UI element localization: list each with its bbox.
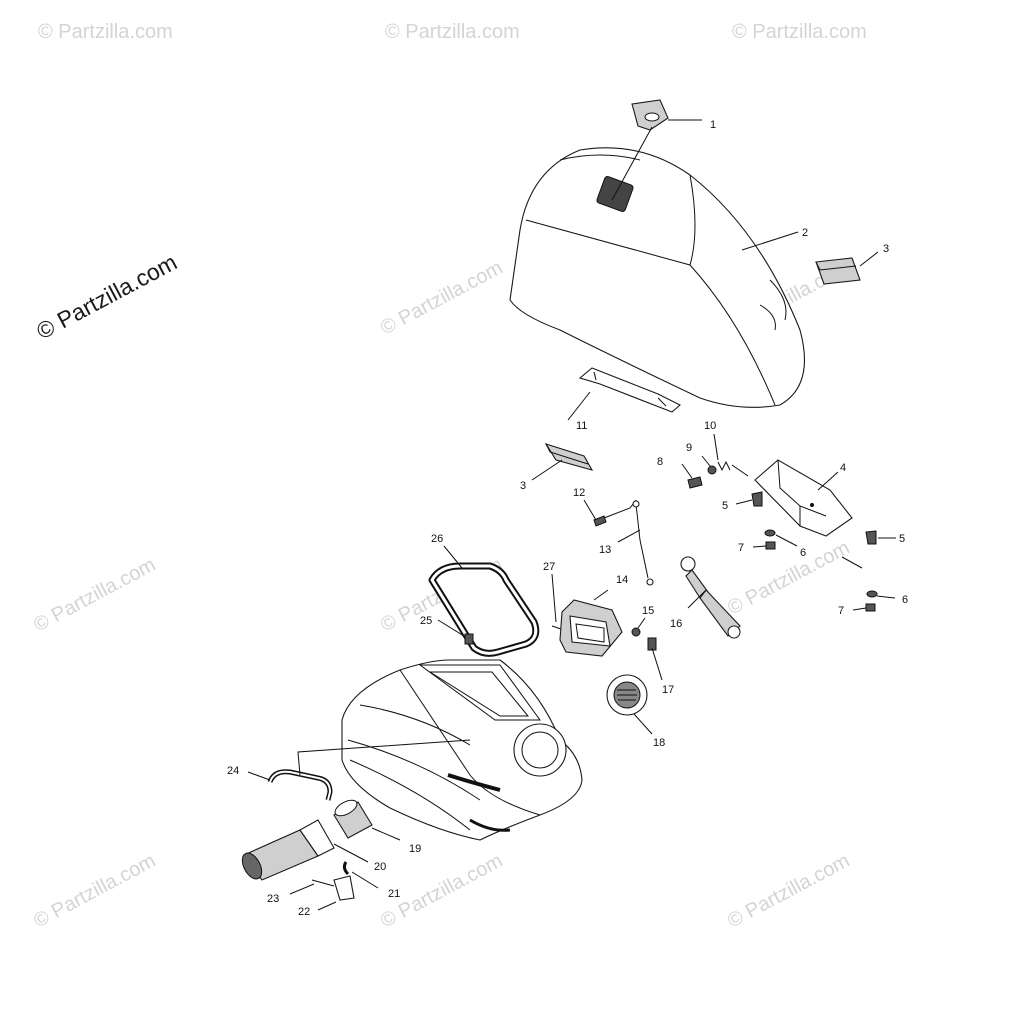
callout-16: 16 <box>670 618 682 630</box>
part-24-handle <box>267 769 333 801</box>
part-23-pin <box>311 879 335 887</box>
part-20-tube <box>241 819 335 881</box>
part-1-badge <box>631 99 669 131</box>
part-25-screw <box>464 633 474 645</box>
part-26-gasket <box>428 562 540 657</box>
part-6-washer-right <box>866 590 878 598</box>
watermark: © Partzilla.com <box>732 21 867 43</box>
callout-17: 17 <box>662 684 674 696</box>
part-8-screw <box>687 476 703 489</box>
watermark: © Partzilla.com <box>38 21 173 43</box>
callout-23: 23 <box>267 893 279 905</box>
callout-10: 10 <box>704 420 716 432</box>
callout-8: 8 <box>657 456 663 468</box>
callout-6-left: 6 <box>800 547 806 559</box>
part-18-round-cap <box>606 674 648 716</box>
callout-2: 2 <box>802 227 808 239</box>
callout-24: 24 <box>227 765 239 777</box>
callout-15: 15 <box>642 605 654 617</box>
part-22-bracket <box>333 875 355 901</box>
part-12-pin <box>593 515 607 527</box>
callout-1: 1 <box>710 119 716 131</box>
part-13-rod <box>603 499 654 586</box>
callout-labels: 1 2 3 3 4 5 5 6 6 7 7 8 9 10 11 12 13 14… <box>227 119 908 918</box>
callout-12: 12 <box>573 487 585 499</box>
callout-21: 21 <box>388 888 400 900</box>
callout-14: 14 <box>616 574 628 586</box>
part-3-strip-middle <box>544 443 594 471</box>
part-10-spring <box>717 460 749 477</box>
part-4-latch-plate <box>754 459 853 537</box>
part-2-hood <box>509 147 806 408</box>
part-7-nut-left <box>765 541 776 550</box>
part-19-sleeve <box>333 799 373 839</box>
callout-26: 26 <box>431 533 443 545</box>
watermark: © Partzilla.com <box>385 21 520 43</box>
part-3-strip-upper <box>815 257 861 285</box>
part-5-screw-left <box>751 491 763 507</box>
callout-20: 20 <box>374 861 386 873</box>
callout-25: 25 <box>420 615 432 627</box>
callout-3-middle: 3 <box>520 480 526 492</box>
callout-4: 4 <box>840 462 846 474</box>
part-6-washer-left <box>764 529 776 537</box>
brand-label: © Partzilla.com <box>32 249 181 345</box>
callout-5-left: 5 <box>722 500 728 512</box>
callout-7-right: 7 <box>838 605 844 617</box>
part-7-nut-right <box>865 603 876 612</box>
part-17-screw <box>647 637 657 651</box>
part-21-clip <box>342 861 350 876</box>
callout-19: 19 <box>409 843 421 855</box>
callout-6-right: 6 <box>902 594 908 606</box>
part-15-washer <box>631 627 641 637</box>
callout-27: 27 <box>543 561 555 573</box>
part-11-bracket <box>578 367 681 413</box>
callout-22: 22 <box>298 906 310 918</box>
part-9-washer <box>707 465 717 475</box>
part-5-screw-right <box>865 530 877 545</box>
watermark: © Partzilla.com <box>30 850 159 933</box>
callout-13: 13 <box>599 544 611 556</box>
watermark: © Partzilla.com <box>377 257 506 340</box>
leader-lines <box>247 119 896 911</box>
callout-5-right: 5 <box>899 533 905 545</box>
part-16-gas-strut <box>680 556 741 639</box>
part-14-hatch-plate <box>559 599 623 657</box>
storage-tub <box>341 659 583 841</box>
callout-9: 9 <box>686 442 692 454</box>
callout-7-left: 7 <box>738 542 744 554</box>
callout-3-upper: 3 <box>883 243 889 255</box>
callout-11: 11 <box>576 420 587 432</box>
watermark: © Partzilla.com <box>724 850 853 933</box>
watermark: © Partzilla.com <box>30 554 159 637</box>
callout-18: 18 <box>653 737 665 749</box>
